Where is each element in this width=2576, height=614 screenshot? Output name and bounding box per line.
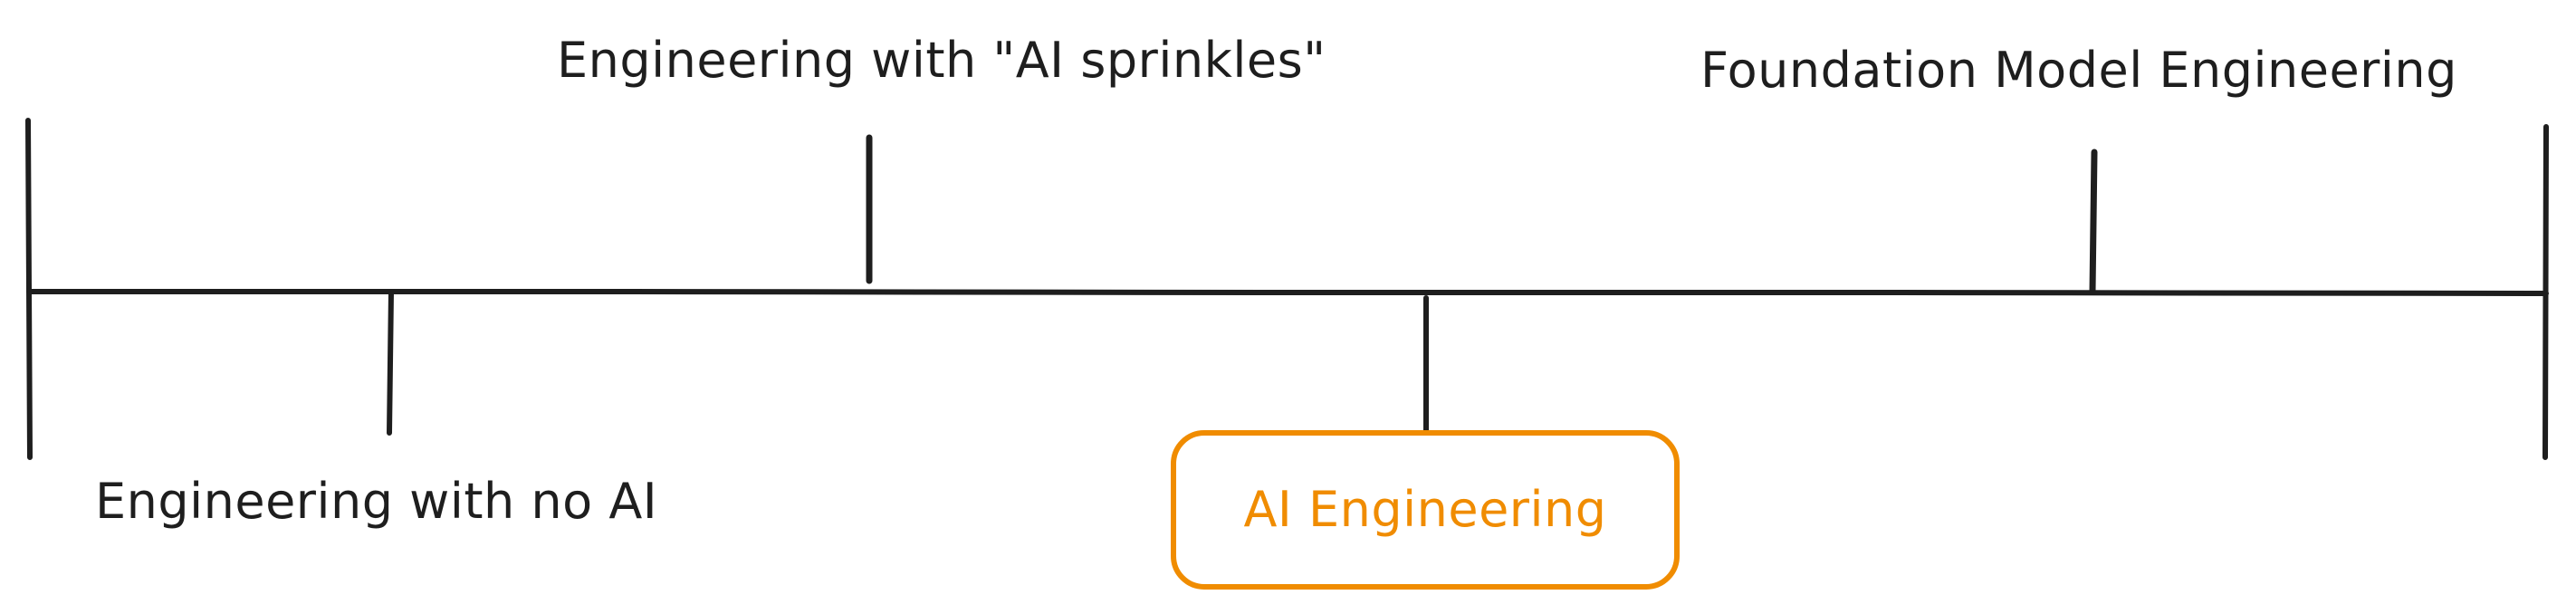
label-no-ai: Engineering with no AI (95, 473, 657, 530)
axis-end-left (25, 118, 33, 460)
axis-line (26, 289, 2549, 296)
tick-no-ai (387, 289, 394, 436)
axis-end-right (2542, 124, 2549, 460)
label-ai-engineering: AI Engineering (1243, 481, 1606, 538)
ai-engineering-box (1171, 430, 1680, 590)
label-ai-sprinkles: Engineering with "AI sprinkles" (557, 32, 1326, 89)
label-foundation-model: Foundation Model Engineering (1700, 42, 2457, 99)
tick-foundation-model (2089, 149, 2098, 295)
